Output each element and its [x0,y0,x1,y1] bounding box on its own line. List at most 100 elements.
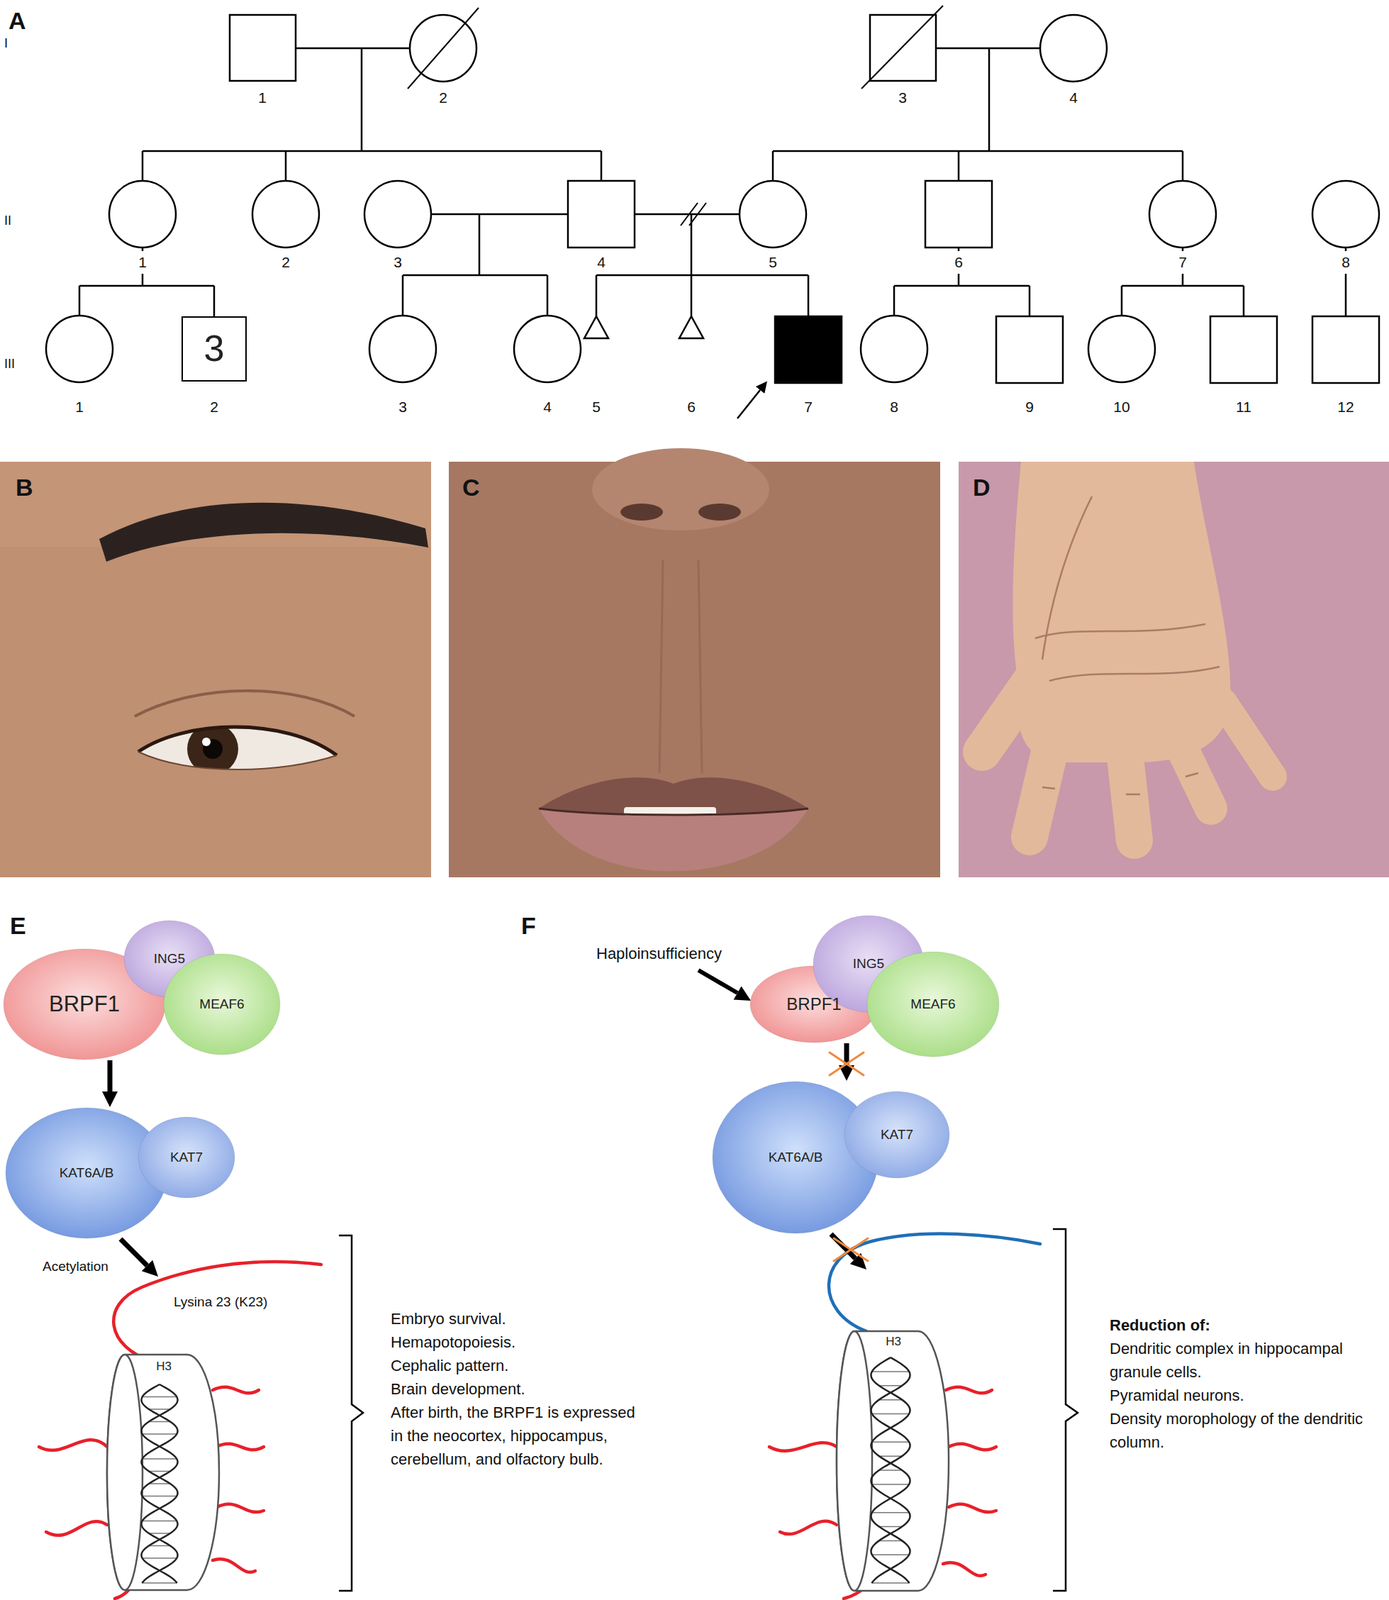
hand-photo [982,680,1032,752]
histone-tail [216,1503,264,1512]
pedigree-symbol [584,316,609,339]
nucleosome: H3 [836,1269,951,1591]
histone-tail [38,1439,108,1450]
panel-letter-box: E [9,907,27,944]
dna-strand [870,1357,910,1583]
hand-photo [1049,666,1220,681]
blocked-cross [829,1052,864,1075]
generation-numeral: II [4,211,12,231]
deceased-slash [407,7,479,89]
pedigree-symbol [514,315,581,383]
histone-tail [212,1558,256,1572]
generation-numeral-box: I [4,34,8,54]
haploinsufficiency-arrow [698,969,738,993]
pedigree-symbol [774,316,842,383]
panel-letter: A [8,2,27,39]
histone-tail [216,1443,264,1450]
histone-tail [46,1520,108,1536]
individual-number-box: 7 [801,395,815,419]
dna-helix [870,1357,910,1583]
base-pair [148,1420,171,1423]
ellipse-shape [138,1116,235,1198]
histone-tail [948,1503,997,1512]
individual-number: 9 [1023,395,1036,419]
base-pair [879,1384,903,1387]
ellipse-shape [163,953,281,1055]
pedigree-line [772,48,1183,181]
protein-ellipse: MEAF6 [866,950,1000,1058]
individual-number: 5 [766,250,780,274]
base-pair [141,1432,177,1435]
function-note-box: Embryo survival. [390,1306,636,1331]
pedigree-symbol [860,315,928,383]
bracket [1052,1228,1078,1591]
pedigree-symbol [869,14,936,81]
node-text: KAT7 [170,1149,203,1165]
enzyme-ellipse: KAT7 [137,1116,236,1199]
pedigree-symbol [1312,180,1380,248]
dna-strand [141,1384,178,1583]
bracket [338,1235,364,1591]
hand-photo [1042,496,1092,660]
arrow-connector [120,1238,147,1265]
effect-note-box: Dendritic complex in hippocampal granule… [1109,1336,1385,1384]
panel-letter-box: B [15,469,34,506]
panel-letter: D [972,469,991,506]
individual-number: 2 [279,250,293,274]
histone-tail [945,1386,992,1394]
effect-note: Dendritic complex in hippocampal granule… [1109,1336,1385,1384]
pedigree-symbol [369,315,437,383]
base-pair [871,1554,909,1556]
pedigree-symbol [1149,180,1216,248]
deceased-slash [861,5,944,89]
hand-photo [958,461,1389,878]
base-pair [879,1540,903,1542]
hand-photo [1123,744,1135,841]
base-pair [148,1482,171,1485]
base-pair [148,1532,171,1534]
individual-number: 1 [255,86,269,110]
pedigree-symbol [567,180,635,248]
individual-number: 4 [594,250,608,274]
node-text: H3 [155,1359,172,1374]
pedigree-symbol [364,180,432,248]
unacetylated-tail [828,1233,1041,1331]
base-pair [141,1495,177,1497]
individual-number-box: 6 [684,395,698,419]
nucleosome: H3 [107,1276,221,1591]
panel-letter-box: C [462,469,481,506]
node-text: KAT6A/B [59,1164,115,1181]
individual-number: 1 [73,395,86,419]
hand-photo [1035,496,1220,795]
nucleosome-cylinder [836,1330,949,1591]
panel-letter: C [462,469,481,506]
hand-photo [1012,461,1231,763]
pedigree-symbol [1312,316,1380,383]
node-text: MEAF6 [910,996,956,1012]
node-text: BRPF1 [48,991,120,1017]
individual-number-box: 5 [766,250,780,274]
base-pair [148,1408,171,1410]
residue-label: Lysina 23 (K23) [173,1291,268,1313]
individual-number: 5 [589,395,603,419]
function-note: Brain development. [390,1376,636,1401]
base-pair [871,1441,909,1443]
panel-letter: F [521,907,537,944]
pedigree-line [1121,247,1244,317]
separation-slash [680,202,698,226]
individual-number-box: 3 [896,86,909,110]
individual-number: 2 [436,86,450,110]
nucleosome-cylinder [107,1354,220,1590]
pedigree-symbol [252,180,320,248]
individual-number-box: 1 [255,86,269,110]
node-text: BRPF1 [786,994,841,1014]
individual-number-box: 4 [540,395,554,419]
individual-number: 3 [391,250,405,274]
eye-photo [0,461,432,878]
protein-ellipse: MEAF6 [163,952,281,1056]
haploinsufficiency-arrow [698,969,738,993]
node-text: KAT7 [880,1126,914,1143]
